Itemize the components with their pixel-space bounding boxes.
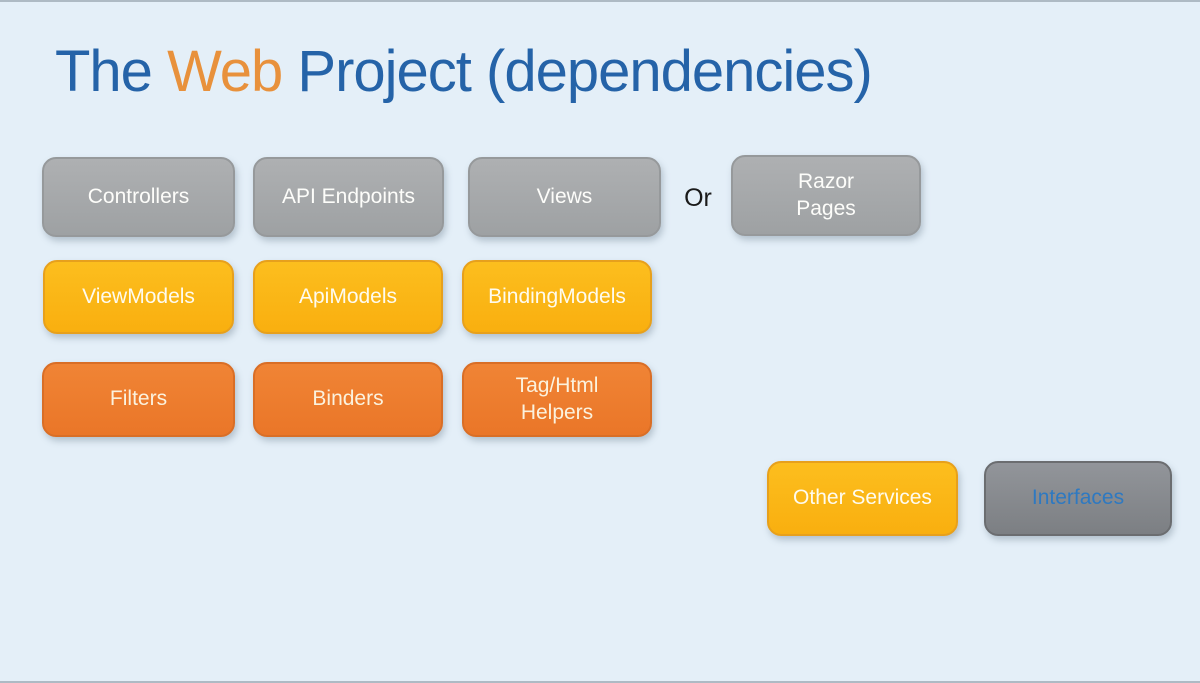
page-title: The Web Project (dependencies) [55,38,873,105]
box-api-endpoints: API Endpoints [253,157,444,237]
box-label: Binders [312,387,384,411]
box-razor-pages: Razor Pages [731,155,921,236]
box-label: API Endpoints [281,184,416,208]
box-label: ViewModels [82,284,195,308]
box-label: ApiModels [298,284,398,308]
box-label: Interfaces [1031,486,1125,510]
box-label: Filters [109,387,168,411]
title-leading: The [55,39,168,104]
box-filters: Filters [42,362,235,437]
box-interfaces: Interfaces [984,461,1172,536]
or-connector-label: Or [684,183,712,212]
box-label: BindingModels [488,284,626,308]
title-trailing: Project (dependencies) [282,39,872,104]
box-label: Other Services [793,486,932,510]
box-binding-models: BindingModels [462,260,652,334]
box-label: Tag/Html Helpers [515,374,599,424]
box-controllers: Controllers [42,157,235,237]
box-binders: Binders [253,362,443,437]
box-views: Views [468,157,661,237]
title-accent: Web [167,39,283,104]
box-label: Views [536,184,593,208]
box-tag-html-helpers: Tag/Html Helpers [462,362,652,437]
box-label: Razor Pages [796,170,856,220]
box-other-services: Other Services [767,461,958,536]
box-view-models: ViewModels [43,260,234,334]
box-api-models: ApiModels [253,260,443,334]
box-label: Controllers [87,184,190,208]
